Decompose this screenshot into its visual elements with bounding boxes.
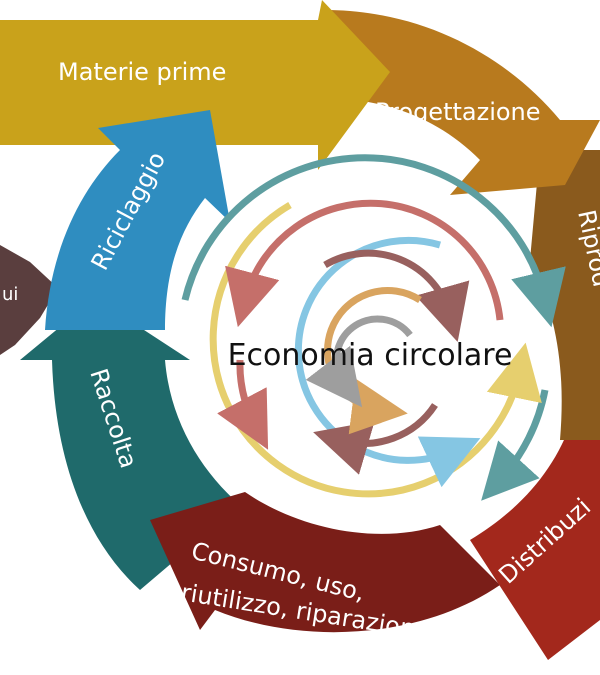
- stage-rifiuti-label: ui: [2, 284, 18, 305]
- stage-progettazione-label: Progettazione: [375, 98, 541, 126]
- center-title: Economia circolare: [228, 338, 513, 373]
- stage-materie-prime-label: Materie prime: [58, 58, 226, 86]
- stage-riciclaggio: Riciclaggio: [45, 110, 230, 330]
- stage-consumo: Consumo, uso, riutilizzo, riparazione: [150, 492, 500, 645]
- ring-blue-arrow: [294, 236, 481, 488]
- ring-teal-arrow-2: [481, 389, 549, 501]
- ring-teal-arrow: [181, 154, 566, 328]
- stage-materie-prime: Materie prime: [0, 0, 390, 170]
- stage-distribuzione: Distribuzi: [470, 405, 600, 660]
- stage-rifiuti: ui: [0, 245, 58, 355]
- inner-rings: [181, 154, 566, 501]
- ring-brown-arrow-2: [313, 403, 438, 475]
- ring-gray-arrow: [305, 315, 413, 408]
- ring-red-arrow: [225, 199, 504, 328]
- stage-progettazione: Progettazione: [330, 10, 600, 195]
- ring-red-arrow-2: [217, 359, 269, 450]
- ring-brown-arrow: [323, 249, 470, 342]
